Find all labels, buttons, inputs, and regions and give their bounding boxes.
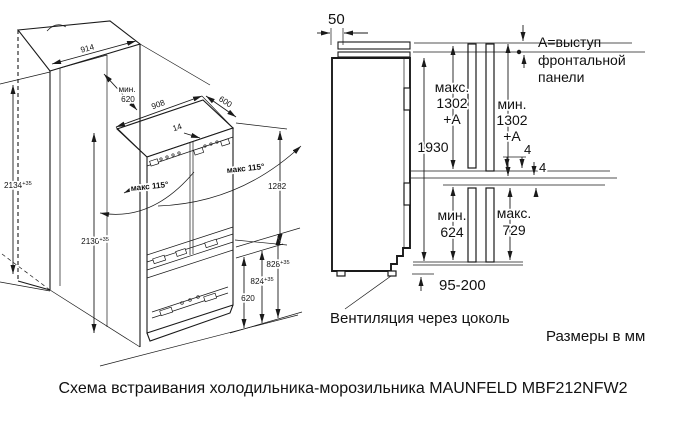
dim-min1302-value: 1302: [496, 112, 527, 128]
fridge-plinth: [146, 304, 234, 342]
dim-min1302-suffix: +А: [503, 128, 521, 144]
dim-2134-value: 2134: [4, 181, 23, 190]
vent-note: Вентиляция через цоколь: [330, 310, 510, 327]
dim-824-tol: +35: [264, 277, 274, 283]
top-vent-strip-1: [337, 41, 411, 50]
dim-828-tol: +35: [280, 260, 290, 266]
door-top-holes: [159, 140, 219, 161]
dim-2134-tol: +35: [22, 181, 32, 187]
gap4-bottom-label: 4: [539, 160, 546, 175]
dim-908-line: [115, 95, 203, 128]
gap4-top-label: 4: [524, 142, 531, 157]
dim-max729-value: 729: [502, 222, 526, 238]
door-divider: [189, 142, 194, 255]
door-swing-arc-left: [99, 171, 195, 217]
junction-lines: [411, 170, 617, 186]
a-note-line3: панели: [538, 69, 584, 85]
appliance-body: [331, 57, 411, 272]
upper-panel-inner: [467, 43, 477, 169]
units-note: Размеры в мм: [546, 328, 645, 345]
door-swing-pointer-left: [123, 183, 143, 194]
dim-1930-label: 1930: [417, 139, 448, 155]
dim-min620-label: 620: [121, 95, 135, 104]
dim-max1302-prefix: макс.: [435, 79, 470, 95]
dim-min1302-prefix: мин.: [497, 96, 526, 112]
upper-panel-outer: [485, 43, 495, 172]
dim-2134-label: 2134+35: [4, 181, 32, 190]
niche-bottom-front-edge: [49, 289, 141, 348]
dim-2130-value: 2130: [81, 237, 100, 246]
caption: Схема встраивания холодильника-морозильн…: [58, 380, 628, 397]
dim-600-label: 600: [217, 94, 234, 109]
dim-min624-value: 624: [440, 224, 464, 240]
dim-max1302-value: 1302: [436, 95, 467, 111]
vent-leader: [344, 275, 392, 310]
plinth-label: 95-200: [439, 277, 486, 294]
door-swing-arc-right: [157, 145, 302, 207]
a-note-line2: фронтальной: [538, 52, 626, 68]
drawer-top-edge: [146, 249, 234, 279]
a-note-line1: А=выступ: [538, 34, 601, 50]
a-leader-dot: [516, 49, 522, 55]
hinge-upper: [403, 87, 411, 111]
dim-14-arrow: [183, 132, 201, 139]
floor-line: [99, 314, 299, 367]
dim-2130-tol: +35: [99, 237, 109, 243]
drawer-hinges: [159, 292, 218, 317]
dim-50-ext: [330, 28, 344, 45]
niche-bottom-left-edge: [17, 280, 51, 291]
dim-2130-label: 2130+35: [81, 237, 109, 246]
technical-drawing: макс 115° макс 115° 914 мин. 620 908 600…: [0, 11, 645, 367]
top-vent-strip-2: [337, 51, 411, 58]
dim-min620-prefix: мин.: [119, 85, 136, 94]
dim-50-label: 50: [328, 11, 345, 28]
drawer-holes: [180, 295, 200, 305]
foot-right: [387, 270, 397, 277]
niche-top-depth-edge: [139, 43, 211, 86]
niche-inner-left-edge: [59, 54, 108, 286]
dim-min624-prefix: мин.: [437, 207, 466, 223]
niche-isometric-view: макс 115° макс 115° 914 мин. 620 908 600…: [0, 20, 303, 367]
dim-max729-prefix: макс.: [497, 205, 532, 221]
foot-left: [336, 270, 346, 277]
dim-620-drawer-label: 620: [241, 294, 255, 303]
door-top-strip: [146, 136, 234, 167]
dim-828-label: 828+35: [266, 260, 289, 269]
side-section-view: 50 А=выступ фронтальной панели 1930 макс…: [317, 11, 645, 345]
dim-914-line: [51, 40, 137, 65]
door-top-hinges: [149, 138, 231, 167]
panel-bottom-line: [413, 261, 523, 266]
dim-828-value: 828: [266, 260, 280, 269]
cable-arc: [46, 24, 67, 32]
dim-max1302-suffix: +А: [443, 111, 461, 127]
dim-1282-label: 1282: [268, 182, 287, 191]
lower-panel-inner: [467, 187, 477, 263]
mid-divider-hinges: [152, 238, 219, 265]
dim-2134-ext: [0, 71, 51, 292]
dim-824-label: 824+35: [250, 277, 273, 286]
hinge-lower: [403, 182, 411, 206]
dim-600-line: [205, 95, 237, 118]
dim-824-value: 824: [250, 277, 264, 286]
lower-panel-outer: [485, 187, 495, 263]
floor-dashed-left: [1, 253, 51, 291]
